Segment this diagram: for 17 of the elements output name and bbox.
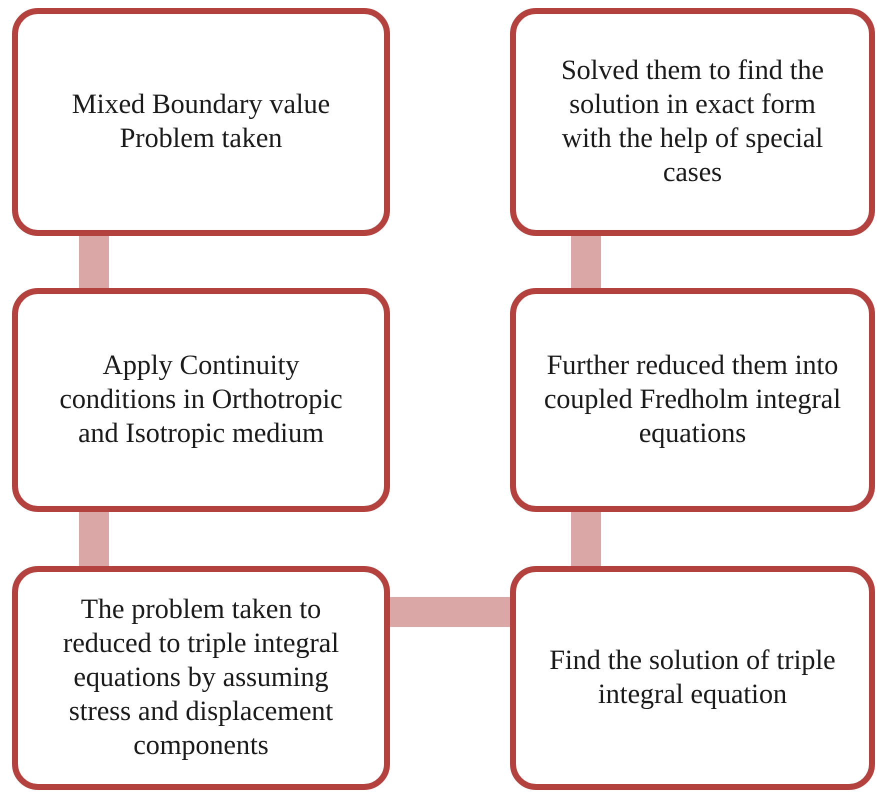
process-box bbox=[510, 8, 875, 236]
connector bbox=[390, 597, 510, 627]
connector bbox=[79, 236, 109, 288]
connector bbox=[571, 236, 601, 288]
step-text: Find the solution of triple integral equation bbox=[548, 644, 837, 712]
step-text: The problem taken to reduced to triple integral equations by assuming stress and displacement components bbox=[62, 593, 340, 763]
step-text: Solved them to find the solution in exact form with the help of special cases bbox=[560, 54, 825, 190]
process-box bbox=[12, 566, 390, 790]
connector bbox=[571, 512, 601, 566]
process-box bbox=[12, 288, 390, 512]
step-text: Further reduced them into coupled Fredholm integral equations bbox=[542, 349, 842, 451]
step-text: Mixed Boundary value Problem taken bbox=[70, 88, 332, 156]
connector bbox=[79, 512, 109, 566]
step-text: Apply Continuity conditions in Orthotropic and Isotropic medium bbox=[58, 349, 344, 451]
process-box bbox=[510, 566, 875, 790]
process-box bbox=[12, 8, 390, 236]
process-box bbox=[510, 288, 875, 512]
